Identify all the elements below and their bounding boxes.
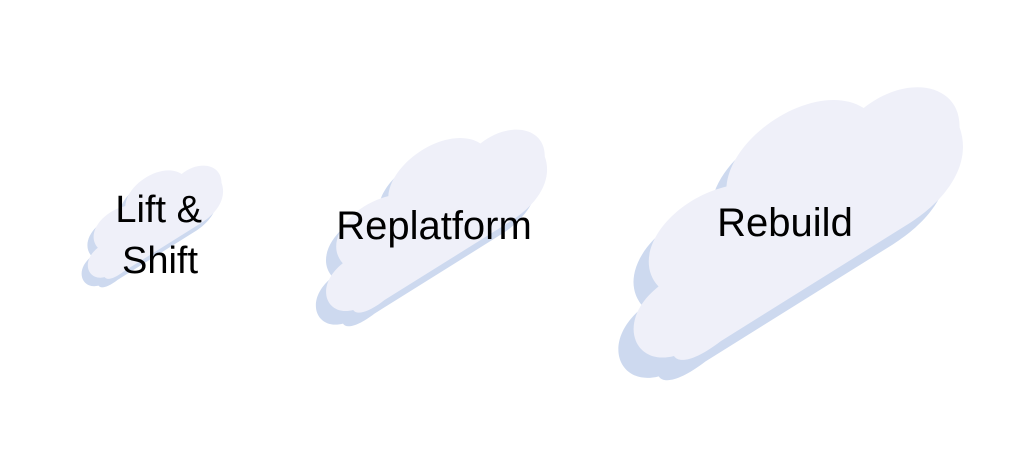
cloud-label-rebuild: Rebuild <box>717 201 853 245</box>
cloud-rebuild: Rebuild <box>559 34 996 401</box>
cloud-lift-and-shift: Lift & Shift <box>56 143 237 296</box>
label-line-1: Lift & <box>115 189 202 231</box>
cloud-replatform: Replatform <box>276 94 569 340</box>
label-line-2: Shift <box>122 240 198 282</box>
cloud-label-lift-and-shift: Lift & Shift <box>115 189 212 282</box>
cloud-label-replatform: Replatform <box>336 204 532 248</box>
